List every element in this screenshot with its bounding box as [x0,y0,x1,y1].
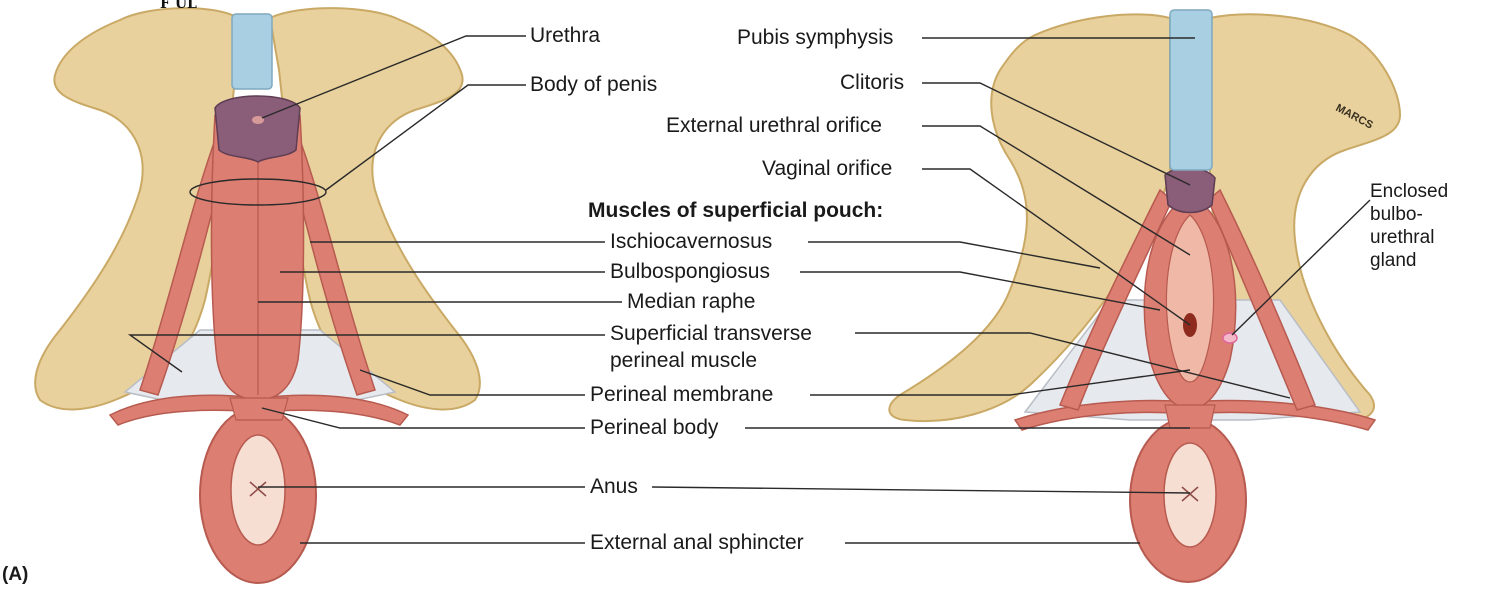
female-perineal-body [1165,405,1215,428]
label-urethra: Urethra [530,25,600,47]
label-pubis-symphysis: Pubis symphysis [737,27,893,49]
label-median-raphe: Median raphe [627,291,755,313]
female-clitoris-shape [1165,168,1215,213]
female-perineum-illustration [889,10,1400,582]
female-bulbourethral-gland [1223,333,1237,343]
label-superficial-transverse-line1: Superficial transverse [610,323,812,345]
label-external-urethral-orifice: External urethral orifice [666,115,882,137]
label-bulbourethral-line2: bulbo- [1370,204,1423,226]
male-pubic-symphysis [232,14,272,89]
header-fragment: F UL [160,0,197,12]
label-bulbospongiosus: Bulbospongiosus [610,261,770,283]
label-clitoris: Clitoris [840,72,904,94]
male-perineal-body [230,398,288,420]
label-bulbourethral-line4: gland [1370,250,1417,272]
male-anal-opening-region [231,435,285,545]
female-anal-opening-region [1164,443,1216,547]
label-body-of-penis: Body of penis [530,74,657,96]
label-anus: Anus [590,476,638,498]
male-penis-cut-section [215,96,300,162]
label-superficial-transverse-line2: perineal muscle [610,350,757,372]
label-perineal-membrane: Perineal membrane [590,384,773,406]
label-bulbourethral-line3: urethral [1370,227,1434,249]
label-perineal-body: Perineal body [590,417,718,439]
label-external-anal-sphincter: External anal sphincter [590,532,804,554]
female-pubic-symphysis [1170,10,1212,170]
leader-anus-right [652,487,1190,493]
male-perineum-illustration [35,8,480,583]
label-bulbourethral-line1: Enclosed [1370,181,1448,203]
label-vaginal-orifice: Vaginal orifice [762,158,892,180]
panel-label: (A) [2,564,28,586]
label-ischiocavernosus: Ischiocavernosus [610,231,772,253]
label-muscles-heading: Muscles of superficial pouch: [588,200,883,222]
